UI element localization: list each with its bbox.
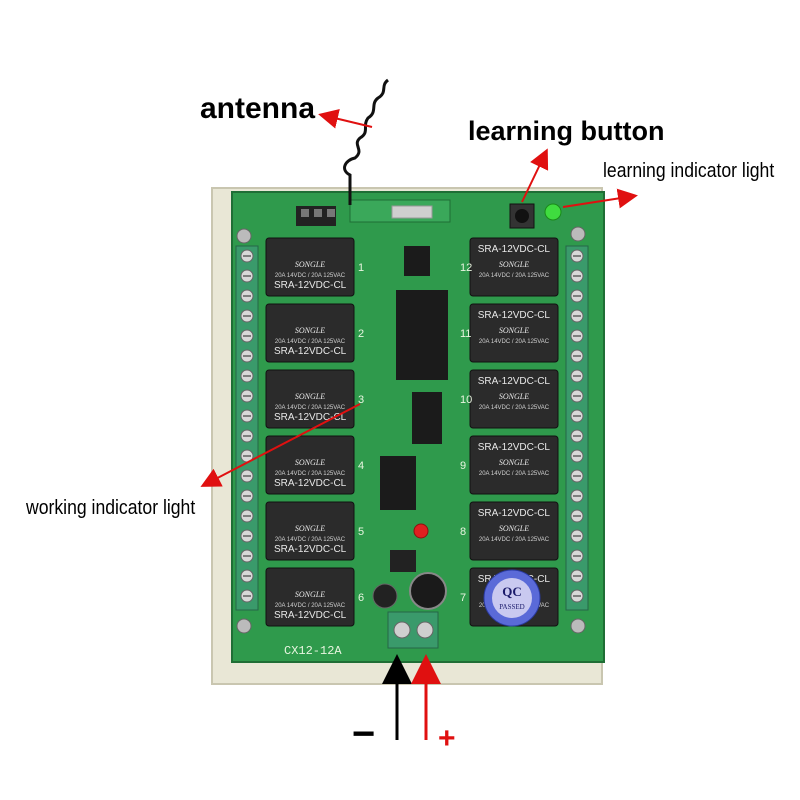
relay: SRA-12VDC-CL SONGLE 20A 14VDC / 20A 125VAC… [265, 303, 364, 363]
relay: SRA-12VDC-CL SONGLE 20A 14VDC / 20A 125VAC… [460, 303, 559, 363]
relay: SRA-12VDC-CL SONGLE 20A 14VDC / 20A 125VAC… [460, 369, 559, 429]
antenna-label: antenna [200, 92, 316, 125]
relay-brand-label: SONGLE [295, 260, 325, 269]
relay-part-label: SRA-12VDC-CL [274, 478, 347, 489]
relay-rating-label: 20A 14VDC / 20A 125VAC [479, 537, 550, 543]
channel-number: 9 [460, 460, 466, 472]
channel-number: 11 [460, 328, 471, 340]
relay-rating-label: 20A 14VDC / 20A 125VAC [479, 471, 550, 477]
screw [236, 618, 252, 634]
relay: SRA-12VDC-CL SONGLE 20A 14VDC / 20A 125VAC… [460, 237, 559, 297]
learning-indicator-label: learning indicator light [603, 160, 775, 182]
relay-brand-label: SONGLE [499, 458, 529, 467]
negative-terminal-label: − [352, 712, 376, 756]
relay: SRA-12VDC-CL SONGLE 20A 14VDC / 20A 125VAC… [265, 567, 364, 627]
channel-number: 12 [460, 262, 472, 274]
working-indicator-label: working indicator light [26, 497, 196, 519]
relay-part-label: SRA-12VDC-CL [478, 508, 551, 519]
relay-rating-label: 20A 14VDC / 20A 125VAC [275, 405, 346, 411]
relay: SRA-12VDC-CL SONGLE 20A 14VDC / 20A 125VAC… [460, 435, 559, 495]
relay-part-label: SRA-12VDC-CL [274, 544, 347, 555]
capacitor-large [409, 572, 447, 610]
model-label: CX12-12A [284, 644, 342, 658]
screw [570, 226, 586, 242]
relay-part-label: SRA-12VDC-CL [274, 412, 347, 423]
relay-brand-label: SONGLE [499, 326, 529, 335]
relay-brand-label: SONGLE [295, 326, 325, 335]
relay-brand-label: SONGLE [499, 392, 529, 401]
relay-part-label: SRA-12VDC-CL [274, 610, 347, 621]
relay-brand-label: SONGLE [295, 524, 325, 533]
screw [570, 618, 586, 634]
relay-brand-label: SONGLE [295, 590, 325, 599]
working-led [413, 523, 429, 539]
relay-rating-label: 20A 14VDC / 20A 125VAC [479, 405, 550, 411]
learning-indicator-arrow [562, 188, 638, 209]
relay-rating-label: 20A 14VDC / 20A 125VAC [275, 537, 346, 543]
relay-rating-label: 20A 14VDC / 20A 125VAC [479, 339, 550, 345]
antenna [343, 78, 390, 205]
positive-terminal-label: + [438, 722, 456, 755]
relay-part-label: SRA-12VDC-CL [478, 310, 551, 321]
ic-small-3 [380, 456, 416, 510]
relay-part-label: SRA-12VDC-CL [478, 376, 551, 387]
relay: SRA-12VDC-CL SONGLE 20A 14VDC / 20A 125VAC… [265, 237, 364, 297]
relay-brand-label: SONGLE [499, 260, 529, 269]
ic-small-2 [412, 392, 442, 444]
relay-part-label: SRA-12VDC-CL [478, 442, 551, 453]
learning-button-arrow [521, 148, 549, 203]
screw [236, 228, 252, 244]
learning-button-label: learning button [468, 116, 665, 146]
relay-brand-label: SONGLE [499, 524, 529, 533]
relay-brand-label: SONGLE [295, 392, 325, 401]
relay-part-label: SRA-12VDC-CL [274, 346, 347, 357]
regulator [390, 550, 416, 572]
relay-rating-label: 20A 14VDC / 20A 125VAC [275, 273, 346, 279]
channel-number: 8 [460, 526, 466, 538]
relay-brand-label: SONGLE [295, 458, 325, 467]
channel-number: 7 [460, 592, 466, 604]
learning-led [544, 203, 562, 221]
antenna-arrow [318, 109, 373, 129]
qc-sub-text: PASSED [499, 603, 524, 611]
channel-number: 6 [358, 592, 364, 604]
main-ic [396, 290, 448, 380]
channel-number: 3 [358, 394, 364, 406]
qc-text: QC [502, 584, 522, 599]
capacitor [372, 583, 398, 609]
relay-rating-label: 20A 14VDC / 20A 125VAC [275, 471, 346, 477]
relay-part-label: SRA-12VDC-CL [274, 280, 347, 291]
relay: SRA-12VDC-CL SONGLE 20A 14VDC / 20A 125VAC… [265, 369, 364, 429]
relay: SRA-12VDC-CL SONGLE 20A 14VDC / 20A 125VAC… [460, 501, 559, 561]
relay: SRA-12VDC-CL SONGLE 20A 14VDC / 20A 125VAC… [265, 501, 364, 561]
relay: SRA-12VDC-CL SONGLE 20A 14VDC / 20A 125VAC… [265, 435, 364, 495]
channel-number: 4 [358, 460, 364, 472]
working-indicator-arrow [200, 403, 361, 487]
relay-rating-label: 20A 14VDC / 20A 125VAC [275, 339, 346, 345]
ic-small-1 [404, 246, 430, 276]
relay-rating-label: 20A 14VDC / 20A 125VAC [479, 273, 550, 279]
relay-part-label: SRA-12VDC-CL [478, 244, 551, 255]
channel-number: 2 [358, 328, 364, 340]
relay-rating-label: 20A 14VDC / 20A 125VAC [275, 603, 346, 609]
channel-number: 1 [358, 262, 364, 274]
channel-number: 5 [358, 526, 364, 538]
channel-number: 10 [460, 394, 472, 406]
